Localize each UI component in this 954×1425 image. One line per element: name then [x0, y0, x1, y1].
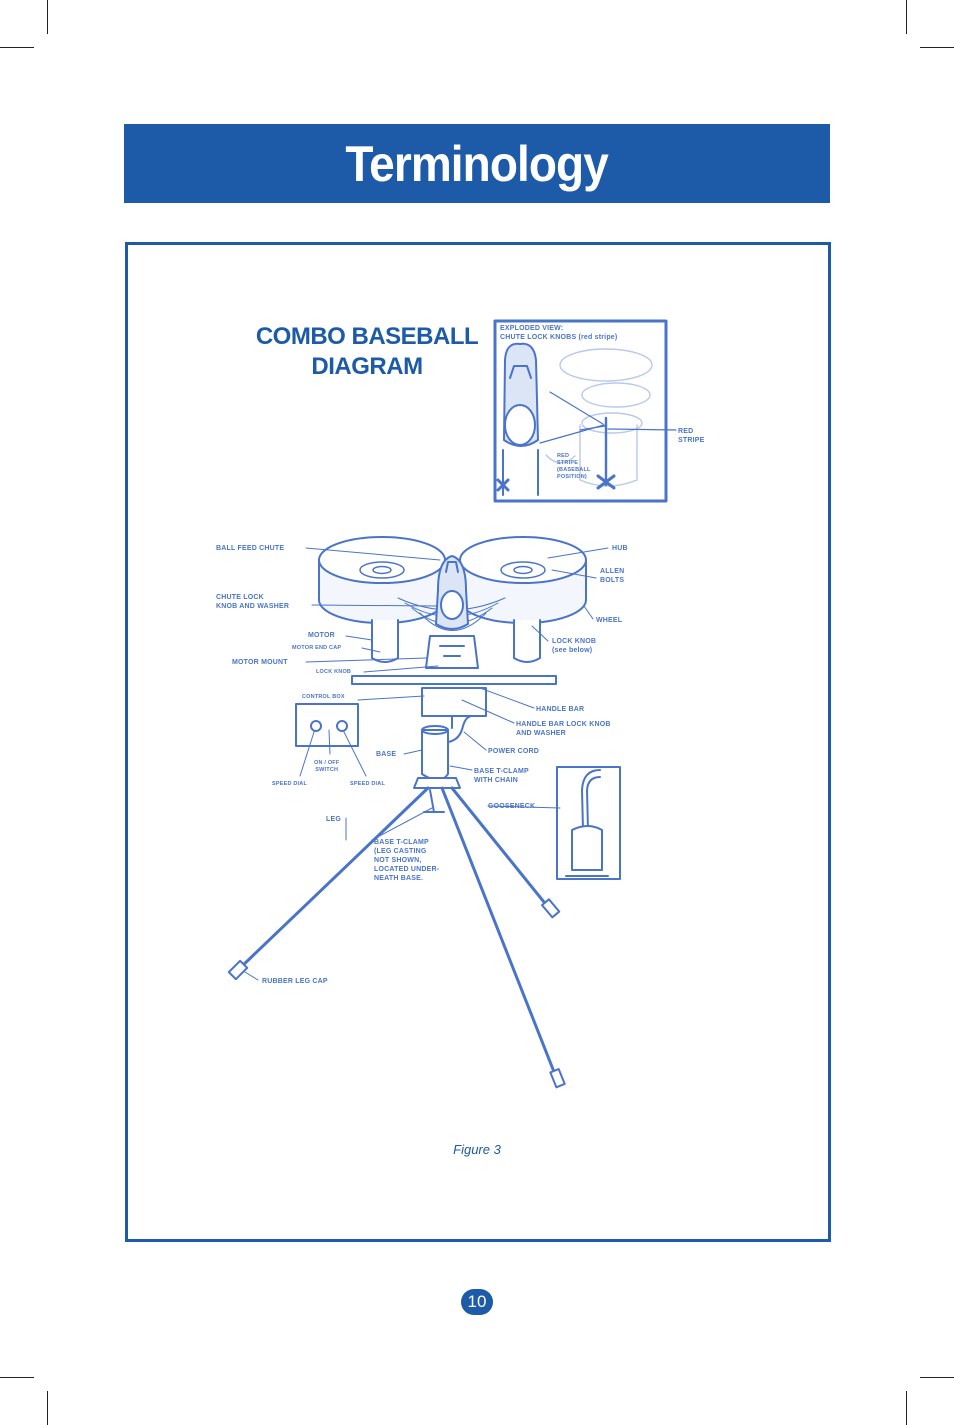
crop-mark [47, 1391, 48, 1425]
label-gooseneck: GOOSENECK [488, 803, 536, 810]
label-base-t-clamp-casting: BASE T-CLAMP (LEG CASTING NOT SHOWN, LOC… [374, 839, 440, 882]
figure-caption: Figure 3 [453, 1142, 501, 1157]
crop-mark [906, 0, 907, 34]
label-power-cord: POWER CORD [488, 748, 539, 755]
header-bar: Terminology [124, 124, 830, 203]
diagram-frame [125, 242, 831, 1242]
crop-mark [906, 1391, 907, 1425]
label-motor-mount: MOTOR MOUNT [232, 659, 288, 666]
label-wheel: WHEEL [596, 617, 623, 624]
crop-mark [0, 47, 34, 48]
inset-heading: EXPLODED VIEW: CHUTE LOCK KNOBS (red str… [500, 325, 618, 341]
crop-mark [920, 47, 954, 48]
crop-mark [47, 0, 48, 34]
right-wheel [459, 536, 587, 624]
label-lock-knob: LOCK KNOB [316, 669, 352, 675]
label-lock-knob-see-below: LOCK KNOB (see below) [552, 638, 597, 654]
diagram-title: COMBO BASEBALL DIAGRAM [250, 322, 484, 382]
label-base-t-clamp-chain: BASE T-CLAMP WITH CHAIN [474, 768, 529, 784]
label-speed-dial-right: SPEED DIAL [350, 781, 386, 787]
label-rubber-leg-cap: RUBBER LEG CAP [262, 978, 328, 985]
crop-mark [0, 1377, 34, 1378]
label-chute-lock-knob: CHUTE LOCK KNOB AND WASHER [216, 594, 290, 610]
label-motor-end-cap: MOTOR END CAP [292, 645, 342, 651]
page-number: 10 [461, 1289, 493, 1315]
left-wheel [318, 536, 446, 624]
label-allen-bolts: ALLEN BOLTS [600, 568, 625, 584]
ball-feed-chute [435, 555, 469, 630]
page-title: Terminology [345, 135, 609, 192]
label-on-off-switch: ON / OFF SWITCH [314, 760, 340, 773]
gooseneck-inset [556, 766, 621, 880]
label-handle-bar: HANDLE BAR [536, 706, 585, 713]
label-handle-bar-lock-knob: HANDLE BAR LOCK KNOB AND WASHER [516, 721, 611, 737]
inset-baseball-position-label: RED STRIPE (BASEBALL POSITION) [557, 453, 591, 480]
diagram-title-line-2: DIAGRAM [311, 353, 423, 380]
label-leg: LEG [326, 816, 341, 823]
exploded-view-inset [493, 319, 677, 503]
label-speed-dial-left: SPEED DIAL [272, 781, 308, 787]
crop-mark [920, 1377, 954, 1378]
label-control-box: CONTROL BOX [302, 694, 345, 700]
label-hub: HUB [612, 545, 628, 552]
label-motor: MOTOR [308, 632, 335, 639]
inset-red-stripe-label: RED STRIPE [678, 428, 705, 444]
diagram-title-line-1: COMBO BASEBALL [255, 323, 479, 350]
label-base: BASE [376, 751, 397, 758]
label-ball-feed-chute: BALL FEED CHUTE [216, 545, 285, 552]
